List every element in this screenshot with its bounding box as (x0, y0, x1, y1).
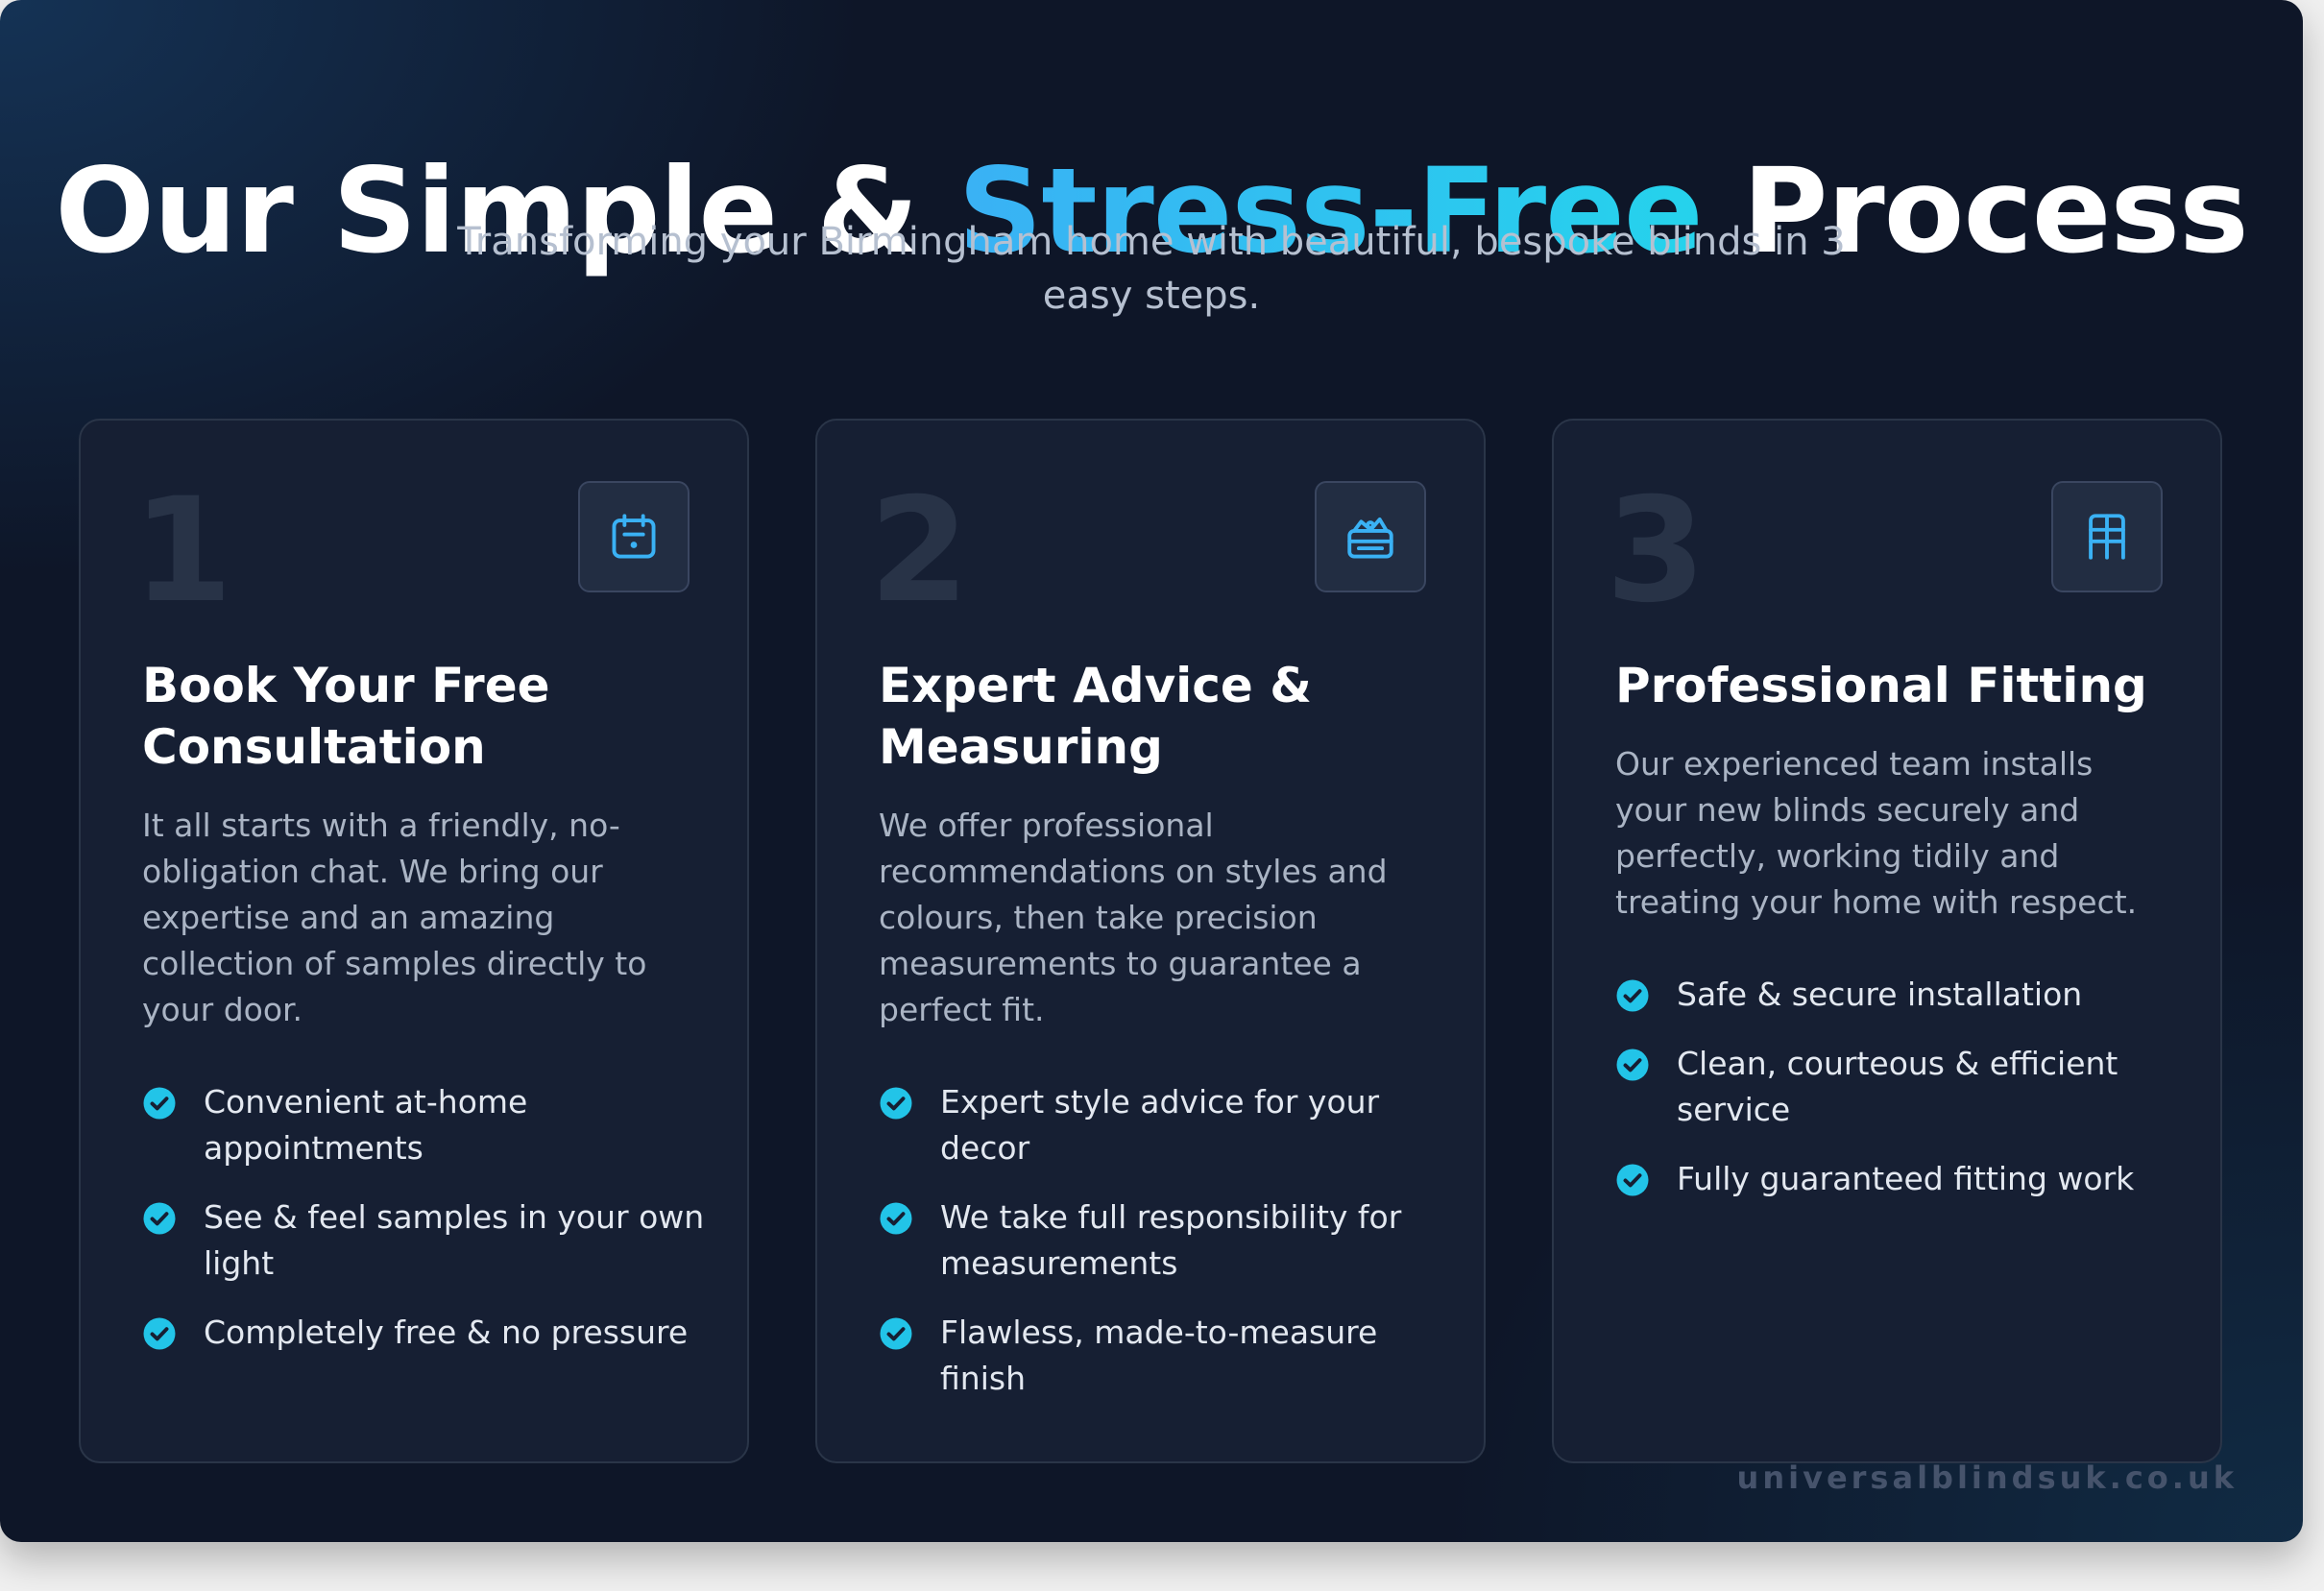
check-circle-icon (1616, 1049, 1649, 1081)
check-circle-icon (1616, 1164, 1649, 1196)
page-title: Our Simple & Stress-Free Process (0, 144, 2303, 278)
feature-text: Flawless, made-to-measure finish (940, 1314, 1378, 1397)
step-title: Book Your Free Consultation (142, 658, 550, 775)
process-section: Our Simple & Stress-Free Process Transfo… (0, 0, 2303, 1542)
step-number: 2 (869, 468, 970, 635)
step-number: 3 (1606, 468, 1707, 635)
feature-item: Expert style advice for your decor (879, 1079, 1445, 1171)
feature-text: See & feel samples in your own light (204, 1198, 705, 1282)
check-circle-icon (880, 1087, 912, 1120)
feature-text: Completely free & no pressure (204, 1314, 689, 1351)
step-icon-box (1315, 481, 1426, 592)
step-card-2: 2 Expert Advice & Measuring We offer pro… (815, 419, 1486, 1463)
check-circle-icon (143, 1202, 176, 1235)
step-description: It all starts with a friendly, no-obliga… (142, 807, 647, 1028)
feature-list: Expert style advice for your decor We ta… (879, 1079, 1445, 1425)
feature-list: Safe & secure installation Clean, courte… (1615, 972, 2182, 1225)
title-part-2: Process (1702, 142, 2249, 279)
step-card-1: 1 Book Your Free Consultation It all sta… (79, 419, 749, 1463)
feature-text: Convenient at-home appointments (204, 1083, 528, 1167)
step-description: Our experienced team installs your new b… (1615, 745, 2138, 921)
check-circle-icon (143, 1087, 176, 1120)
title-part-1: Our Simple & (55, 142, 958, 279)
feature-text: We take full responsibility for measurem… (940, 1198, 1402, 1282)
feature-item: Safe & secure installation (1615, 972, 2182, 1018)
feature-item: Completely free & no pressure (142, 1310, 709, 1356)
check-circle-icon (1616, 979, 1649, 1012)
feature-item: See & feel samples in your own light (142, 1194, 709, 1287)
title-accent: Stress-Free (957, 142, 1703, 279)
check-circle-icon (880, 1317, 912, 1350)
step-icon-box (2051, 481, 2163, 592)
step-icon-box (578, 481, 690, 592)
toolbox-icon (1347, 517, 1393, 559)
site-watermark: universalblindsuk.co.uk (1736, 1459, 2238, 1496)
calendar-icon (612, 514, 656, 559)
check-circle-icon (143, 1317, 176, 1350)
feature-text: Expert style advice for your decor (940, 1083, 1380, 1167)
check-circle-icon (880, 1202, 912, 1235)
feature-item: Flawless, made-to-measure finish (879, 1310, 1445, 1402)
feature-list: Convenient at-home appointments See & fe… (142, 1079, 709, 1379)
step-title: Expert Advice & Measuring (879, 658, 1312, 775)
feature-item: Convenient at-home appointments (142, 1079, 709, 1171)
step-description: We offer professional recommendations on… (879, 807, 1388, 1028)
feature-text: Clean, courteous & efficient service (1677, 1045, 2118, 1128)
step-number: 1 (133, 468, 233, 635)
step-title: Professional Fitting (1615, 658, 2147, 713)
step-card-3: 3 Professional Fitting Our experienced t… (1552, 419, 2222, 1463)
page-subtitle: Transforming your Birmingham home with b… (457, 220, 1846, 318)
feature-text: Fully guaranteed fitting work (1677, 1160, 2135, 1197)
feature-item: Clean, courteous & efficient service (1615, 1041, 2182, 1133)
feature-item: Fully guaranteed fitting work (1615, 1156, 2182, 1202)
feature-text: Safe & secure installation (1677, 976, 2083, 1013)
feature-item: We take full responsibility for measurem… (879, 1194, 1445, 1287)
window-blinds-icon (2089, 514, 2125, 560)
